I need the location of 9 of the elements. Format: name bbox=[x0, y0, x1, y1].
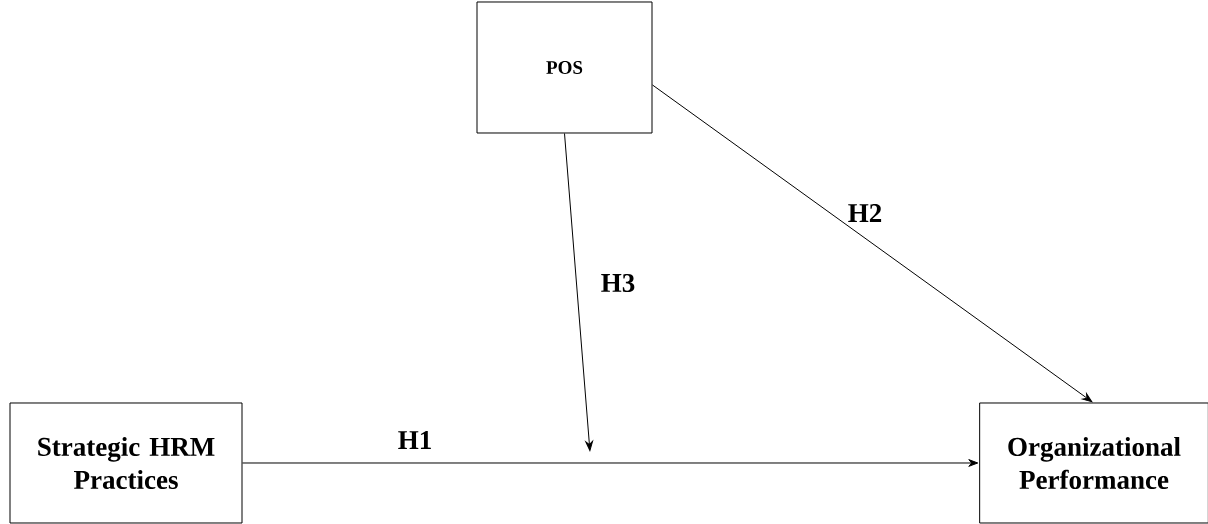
arrow bbox=[564, 133, 594, 452]
arrow bbox=[242, 459, 979, 467]
concept-box: Strategic HRM Practices bbox=[9, 402, 243, 524]
arrow bbox=[652, 84, 1093, 403]
edge-label: H3 bbox=[599, 272, 637, 294]
concept-box: POS bbox=[476, 1, 653, 134]
concept-box: Organizational Performance bbox=[979, 402, 1208, 524]
edge-label: H2 bbox=[846, 203, 884, 223]
edge-label: H1 bbox=[396, 430, 434, 450]
